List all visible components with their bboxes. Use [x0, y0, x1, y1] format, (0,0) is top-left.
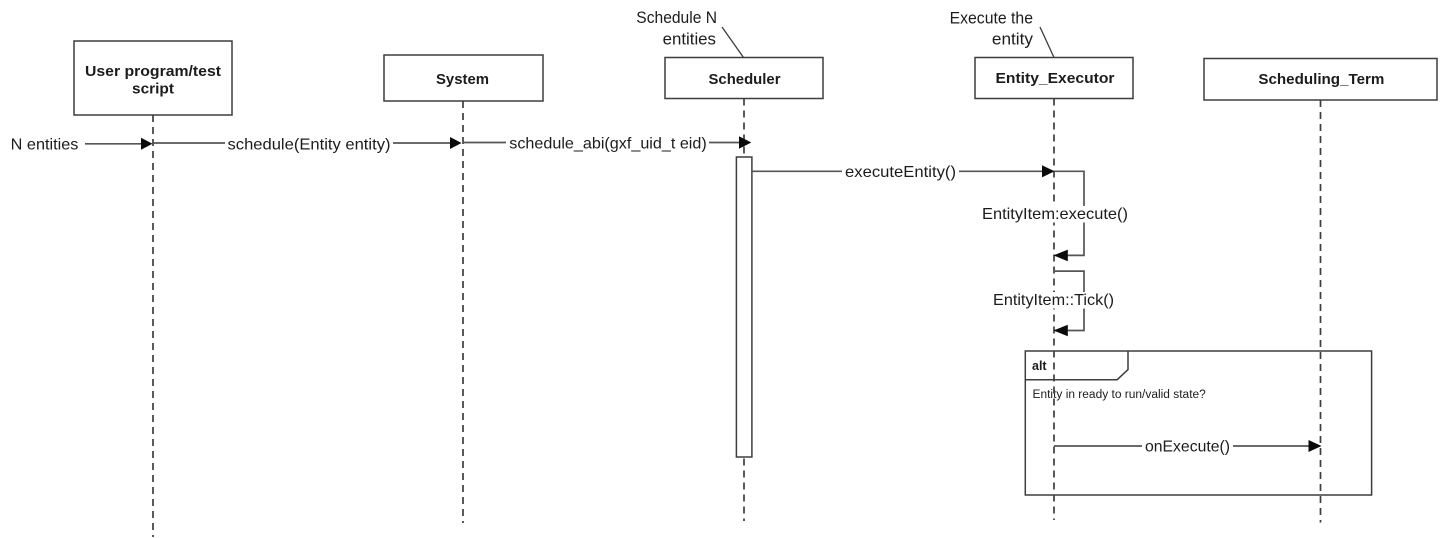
svg-text:EntityItem:execute(): EntityItem:execute() [982, 206, 1128, 223]
svg-text:schedule(Entity entity): schedule(Entity entity) [228, 137, 391, 154]
svg-text:N entities: N entities [11, 137, 79, 154]
svg-text:Entity in ready to run/valid s: Entity in ready to run/valid state? [1033, 389, 1206, 401]
svg-text:Schedule N: Schedule N [636, 8, 717, 27]
svg-text:Scheduler: Scheduler [709, 71, 781, 88]
svg-text:entity: entity [992, 29, 1034, 48]
svg-text:Entity_Executor: Entity_Executor [996, 70, 1115, 87]
svg-text:script: script [132, 81, 174, 98]
svg-text:schedule_abi(gxf_uid_t eid): schedule_abi(gxf_uid_t eid) [509, 135, 707, 152]
svg-text:Execute the: Execute the [950, 8, 1033, 27]
svg-text:onExecute(): onExecute() [1145, 439, 1230, 456]
svg-text:executeEntity(): executeEntity() [845, 164, 956, 181]
svg-text:Scheduling_Term: Scheduling_Term [1258, 71, 1384, 88]
svg-text:alt: alt [1032, 359, 1047, 373]
svg-text:entities: entities [663, 29, 716, 48]
svg-text:EntityItem::Tick(): EntityItem::Tick() [993, 292, 1114, 309]
svg-text:User program/test: User program/test [85, 63, 221, 80]
svg-text:System: System [436, 71, 489, 88]
